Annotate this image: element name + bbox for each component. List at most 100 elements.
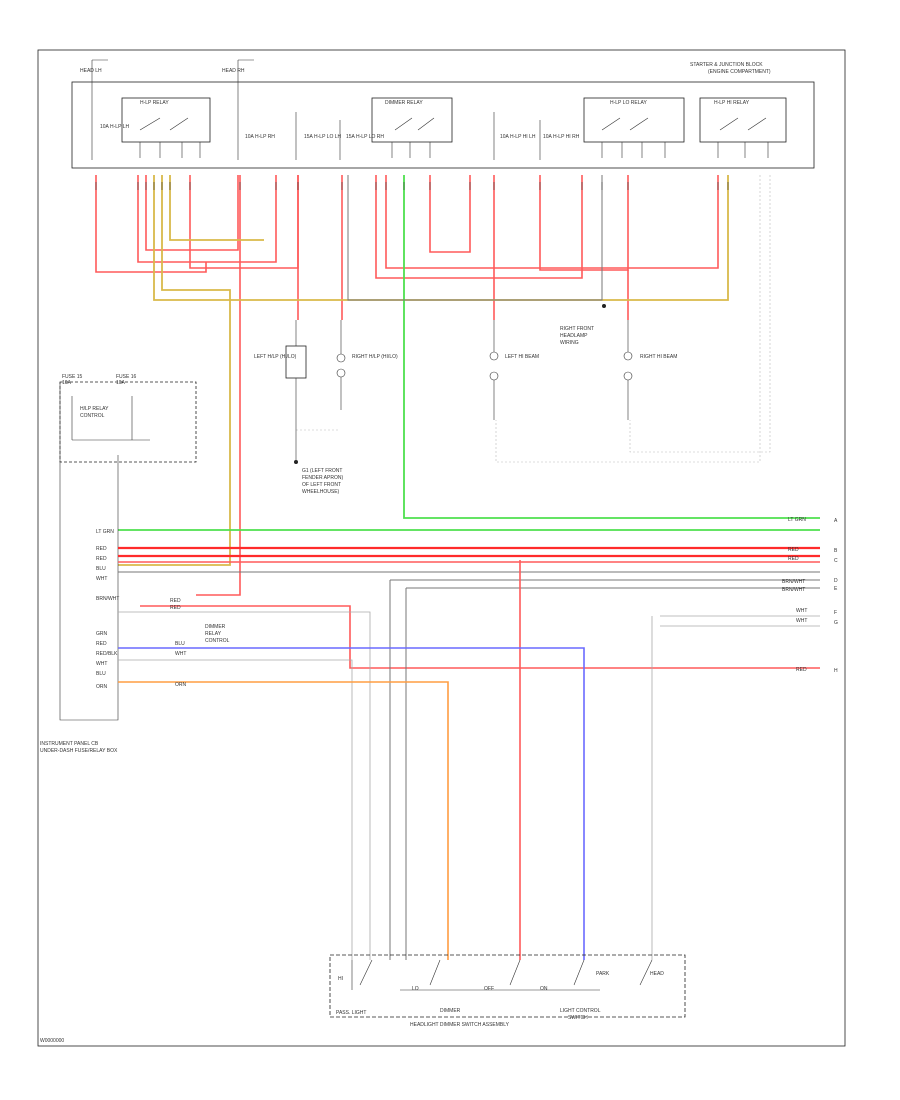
right-tag-6: WHT	[796, 608, 807, 614]
pin-label-7: GRN	[96, 631, 108, 637]
headlight-switch-assembly: HI LO OFF ON PARK HEAD PASS. LIGHT DIMME…	[329, 954, 686, 1028]
switch-label-dimmer: DIMMER	[440, 1008, 461, 1014]
pin-label-8: RED	[96, 641, 107, 647]
ground-note-1: G1 (LEFT FRONT	[302, 468, 342, 474]
right-hi-beam-bulb-2	[623, 371, 633, 381]
fuse-label-5: 10A H-LP HI LH	[500, 134, 536, 140]
right-hi-beam-bulb	[623, 351, 633, 361]
fuse-label-4: 15A H-LP LO RH	[346, 134, 384, 140]
fuse-label-2: 10A H-LP RH	[245, 134, 275, 140]
ipcs-title-1: INSTRUMENT PANEL CB	[40, 741, 99, 747]
footer-code: W0000000	[40, 1038, 64, 1044]
right-tag-4: BRN/WHT	[782, 579, 805, 585]
ipcs-fuse-16-amp: 10A	[116, 380, 126, 386]
diagram-frame	[37, 49, 846, 1047]
pin-label-6: BRN/WHT	[96, 596, 119, 602]
pin-label-12: ORN	[96, 684, 108, 690]
fuse-label-6: 10A H-LP HI RH	[543, 134, 580, 140]
switch-pos-head: HEAD	[650, 971, 664, 977]
right-headlamp-bulb	[336, 353, 346, 363]
right-letter-b: B	[834, 548, 838, 554]
right-tag-5: BRN/WHT	[782, 587, 805, 593]
relay-1-label: H-LP RELAY	[140, 100, 169, 106]
switch-label-switch: SWITCH	[568, 1015, 588, 1021]
pin-label-4: BLU	[96, 566, 106, 572]
right-tag-2: RED	[788, 547, 799, 553]
wire-tag-3: BLU	[175, 641, 185, 647]
right-headlamp-label: RIGHT H/LP (HI/LO)	[352, 354, 398, 360]
right-letter-c: C	[834, 558, 838, 564]
right-tag-7: WHT	[796, 618, 807, 624]
right-headlamp-bulb-2	[336, 368, 346, 378]
fuse-label-3: 15A H-LP LO LH	[304, 134, 342, 140]
left-hi-beam-label: LEFT HI BEAM	[505, 354, 539, 360]
fuse-label-head-lh: HEAD LH	[80, 68, 102, 74]
ipcs-fuse-16: FUSE 16	[116, 374, 137, 380]
pin-label-5: WHT	[96, 576, 107, 582]
ipcs-title-2: UNDER-DASH FUSE/RELAY BOX	[40, 748, 118, 754]
relay-3-label: H-LP LO RELAY	[610, 100, 647, 106]
switch-label-light-control: LIGHT CONTROL	[560, 1008, 601, 1014]
bus-wiring: RED RED BLU WHT ORN	[118, 546, 820, 960]
relay-3	[583, 97, 685, 143]
relay-4-label: H-LP HI RELAY	[714, 100, 750, 106]
pin-label-2: RED	[96, 546, 107, 552]
left-headlamp	[285, 345, 307, 379]
right-connector-tags: LT GRN RED RED BRN/WHT BRN/WHT WHT WHT R…	[782, 517, 838, 674]
splice-dot	[602, 304, 606, 308]
ipcs-sub-1: H/LP RELAY	[80, 406, 109, 412]
fuse-box-subtitle: (ENGINE COMPARTMENT)	[708, 69, 771, 75]
switch-pos-off: OFF	[484, 986, 494, 992]
right-hi-beam-label: RIGHT HI BEAM	[640, 354, 677, 360]
switch-pos-on: ON	[540, 986, 548, 992]
right-letter-d: D	[834, 578, 838, 584]
right-letter-a: A	[834, 518, 838, 524]
wire-tag-2: RED	[170, 605, 181, 611]
wire-tag-5: ORN	[175, 682, 187, 688]
relay-4	[699, 97, 787, 143]
right-note-3: WIRING	[560, 340, 579, 346]
pin-label-3: RED	[96, 556, 107, 562]
ipcs-fuse-15-amp: 10A	[62, 380, 72, 386]
right-letter-h: H	[834, 668, 838, 674]
fuse-relay-box: STARTER & JUNCTION BLOCK (ENGINE COMPART…	[71, 59, 815, 169]
left-hi-beam-bulb	[489, 351, 499, 361]
ground-note-2: FENDER APRON)	[302, 475, 343, 481]
note-block-2: RELAY	[205, 631, 222, 637]
left-headlamp-label: LEFT H/LP (HI/LO)	[254, 354, 297, 360]
right-tag-3: RED	[788, 556, 799, 562]
pin-label-1: LT GRN	[96, 529, 114, 535]
instrument-panel-box: FUSE 15 10A FUSE 16 10A H/LP RELAY CONTR…	[40, 374, 230, 754]
pin-label-11: BLU	[96, 671, 106, 677]
ipcs-fuse-15: FUSE 15	[62, 374, 83, 380]
switch-pos-hi: HI	[338, 976, 343, 982]
note-block-1: DIMMER	[205, 624, 226, 630]
note-block-3: CONTROL	[205, 638, 230, 644]
right-letter-g: G	[834, 620, 838, 626]
fuse-label-1: 10A H-LP LH	[100, 124, 129, 130]
ground-note-4: WHEELHOUSE)	[302, 489, 340, 495]
right-letter-e: E	[834, 586, 838, 592]
switch-pos-lo: LO	[412, 986, 419, 992]
right-note-2: HEADLAMP	[560, 333, 588, 339]
upper-wiring	[95, 175, 820, 596]
headlamp-components: LEFT H/LP (HI/LO) RIGHT H/LP (HI/LO) LEF…	[254, 304, 677, 495]
switch-label-pass: PASS. LIGHT	[336, 1010, 366, 1016]
pin-label-10: WHT	[96, 661, 107, 667]
fuse-box-title: STARTER & JUNCTION BLOCK	[690, 62, 763, 68]
relay-2-label: DIMMER RELAY	[385, 100, 423, 106]
relay-2	[371, 97, 453, 143]
right-tag-1: LT GRN	[788, 517, 806, 523]
fuse-label-head-rh: HEAD RH	[222, 68, 245, 74]
left-hi-beam-bulb-2	[489, 371, 499, 381]
wire-tag-4: WHT	[175, 651, 186, 657]
right-note-1: RIGHT FRONT	[560, 326, 594, 332]
pin-label-9: RED/BLK	[96, 651, 118, 657]
right-letter-f: F	[834, 610, 837, 616]
ground-note-3: OF LEFT FRONT	[302, 482, 341, 488]
ipcs-sub-2: CONTROL	[80, 413, 105, 419]
relay-1	[121, 97, 211, 143]
switch-assembly-title: HEADLIGHT DIMMER SWITCH ASSEMBLY	[410, 1022, 510, 1028]
switch-pos-park: PARK	[596, 971, 610, 977]
